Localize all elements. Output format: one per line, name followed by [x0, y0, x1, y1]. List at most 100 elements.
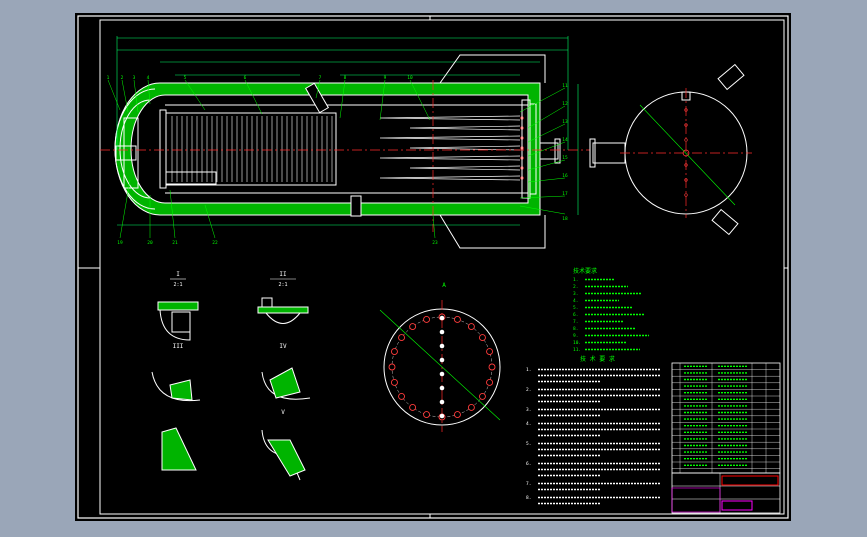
part-number: 18	[562, 216, 568, 222]
detail-scale: 2:1	[278, 282, 287, 288]
tube-lines	[171, 116, 333, 182]
part-number: 9	[384, 75, 387, 81]
end-view-lug	[717, 63, 745, 91]
title-number	[721, 500, 753, 511]
heater-element	[379, 135, 521, 141]
note-index: 2.	[526, 387, 531, 393]
part-number: 1	[107, 75, 110, 81]
part-leader	[519, 195, 566, 199]
detail-label: V	[281, 409, 285, 416]
part-number: 11	[562, 83, 568, 89]
part-leader	[379, 79, 386, 121]
bolt-hole	[467, 404, 475, 411]
magenta-strip	[671, 487, 721, 513]
detail-flange	[261, 297, 273, 308]
part-number: 5	[184, 75, 187, 81]
note-index: 10.	[573, 340, 581, 346]
bolt-hole	[390, 348, 398, 355]
part-number: 2	[121, 75, 124, 81]
note-index: 9.	[573, 333, 578, 339]
part-leader	[244, 79, 263, 115]
part-leader	[527, 177, 566, 183]
part-number: 17	[562, 191, 568, 197]
part-number: 23	[432, 240, 438, 246]
support-saddle	[439, 214, 546, 249]
outlet-nozzle	[539, 142, 559, 160]
head-flange	[123, 117, 139, 189]
detail-2: II 2:1	[257, 271, 309, 324]
bolt-hole	[486, 379, 494, 386]
end-view-nozzle-flange	[589, 138, 596, 168]
notes-list-top: 1.2.3.4.5.6.7.8.9.10.11.	[573, 277, 649, 353]
part-leader	[147, 79, 151, 105]
part-leader	[527, 159, 566, 171]
detail-curve	[265, 312, 301, 324]
part-leader	[315, 79, 321, 99]
heater-hole	[439, 399, 445, 405]
note-index: 2.	[573, 284, 578, 290]
part-number: 21	[172, 240, 178, 246]
heater-elements	[379, 115, 524, 181]
baffle	[165, 171, 217, 185]
note-index: 7.	[573, 319, 578, 325]
detail-label: II	[279, 271, 287, 278]
support-saddle	[439, 54, 546, 84]
heater-hole	[439, 343, 445, 349]
technical-notes: 技术要求 1.2.3.4.5.6.7.8.9.10.11. 技 术 要 求 1.…	[526, 267, 660, 505]
part-leader	[409, 79, 431, 121]
bolt-hole	[409, 323, 417, 330]
note-index: 7.	[526, 481, 531, 487]
detail-4: IV	[261, 343, 311, 400]
heater-hole	[439, 315, 445, 321]
part-number: 7	[319, 75, 322, 81]
heater-hole	[439, 385, 445, 391]
heater-element	[379, 175, 521, 181]
heater-hole	[439, 413, 445, 419]
heater-element	[379, 155, 521, 161]
detail-label: I	[176, 271, 180, 278]
flange-view-title: A	[442, 282, 446, 289]
detail-part	[257, 306, 309, 314]
heater-hole	[439, 371, 445, 377]
part-leader	[432, 214, 436, 239]
heater-element	[409, 125, 521, 131]
flange-heater-holes	[439, 315, 445, 419]
parts-table-rows	[672, 363, 780, 473]
end-view-hole	[684, 108, 688, 112]
heater-hole	[439, 329, 445, 335]
right-flange-outer	[529, 103, 537, 195]
heater-hole	[439, 357, 445, 363]
bolt-hole	[423, 411, 430, 419]
bolt-hole	[479, 392, 486, 400]
bolt-hole	[467, 323, 475, 330]
detail-part	[161, 427, 197, 471]
part-number: 14	[562, 137, 568, 143]
part-number: 16	[562, 173, 568, 179]
title-block	[671, 362, 781, 514]
end-view-hole	[684, 163, 688, 167]
detail-label: IV	[279, 343, 287, 350]
part-leader	[133, 79, 139, 113]
heater-element	[409, 165, 521, 171]
part-leader	[519, 87, 566, 113]
detail-weld	[269, 367, 301, 399]
outlet-flange	[554, 138, 561, 164]
bolt-hole	[479, 334, 486, 342]
part-leader	[107, 79, 121, 111]
title-accent	[721, 475, 779, 486]
bottom-nozzle	[350, 195, 362, 217]
part-leader	[121, 79, 129, 113]
note-index: 8.	[573, 326, 578, 332]
part-number: 20	[147, 240, 153, 246]
detail-views: I 2:1 II 2:1 III IV V	[151, 271, 311, 481]
inner-shell	[130, 94, 529, 204]
sheet-outer-frame	[77, 15, 789, 519]
bolt-hole	[388, 363, 396, 371]
note-index: 5.	[526, 441, 531, 447]
head-nozzle	[115, 145, 137, 161]
detail-curve	[159, 309, 191, 341]
